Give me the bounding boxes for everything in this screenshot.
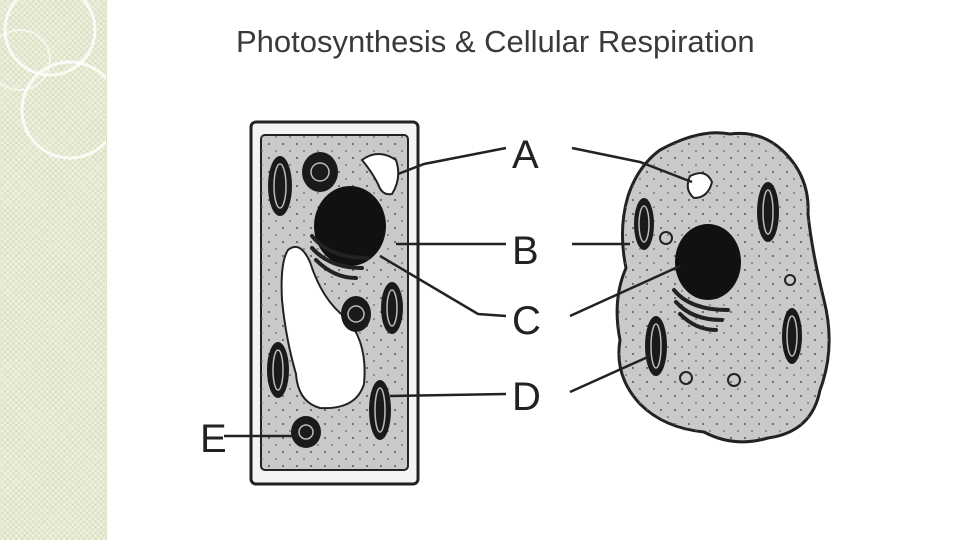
decorative-swirl	[0, 0, 106, 160]
animal-mitochondria	[634, 182, 802, 376]
plant-cell	[249, 120, 420, 486]
plant-vacuole-a	[360, 153, 400, 196]
animal-vacuole-a	[686, 172, 714, 200]
animal-golgi	[672, 288, 730, 332]
label-a: A	[512, 133, 539, 177]
label-c: C	[512, 299, 541, 343]
label-d: D	[512, 375, 541, 419]
plant-chloroplasts	[267, 152, 403, 448]
slide-title: Photosynthesis & Cellular Respiration	[236, 24, 755, 59]
animal-nucleus	[675, 224, 741, 300]
leader-lines	[224, 146, 693, 438]
plant-golgi	[310, 234, 370, 280]
plant-nucleus	[314, 186, 386, 266]
label-e: E	[200, 417, 227, 461]
label-b: B	[512, 229, 539, 273]
plant-central-vacuole	[280, 246, 366, 410]
animal-cell	[615, 131, 831, 444]
